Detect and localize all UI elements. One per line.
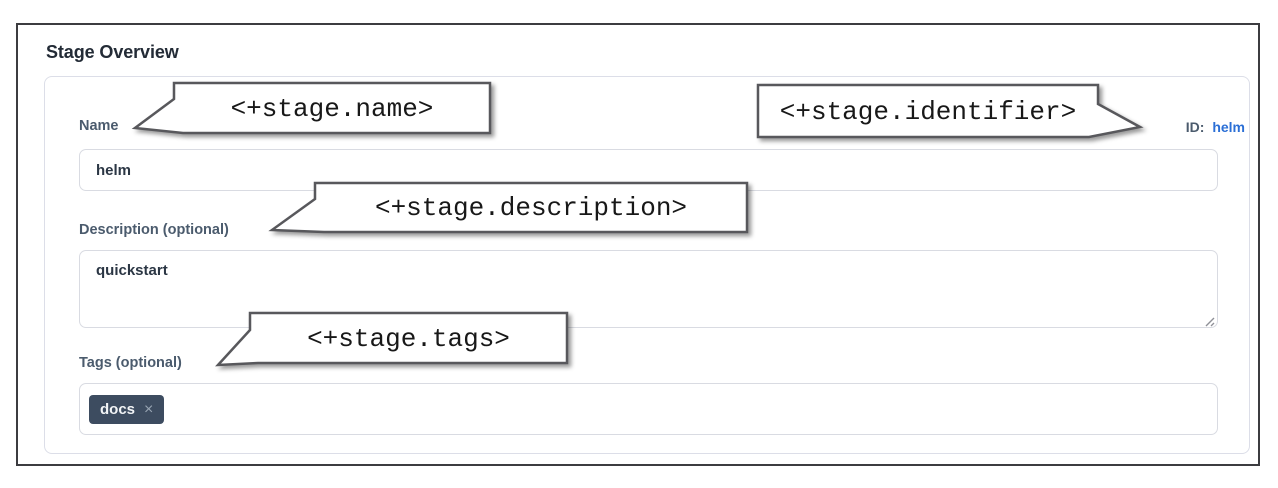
- textarea-resize-handle[interactable]: [1200, 312, 1216, 328]
- page-title: Stage Overview: [46, 42, 179, 62]
- description-textarea[interactable]: quickstart: [79, 250, 1218, 328]
- name-input[interactable]: [79, 149, 1218, 191]
- description-label: Description (optional): [79, 222, 229, 238]
- name-label: Name: [79, 118, 119, 134]
- id-label: ID:: [1185, 119, 1205, 135]
- id-value: helm: [1212, 119, 1245, 135]
- tag-chip: docs ×: [89, 395, 165, 424]
- stage-id-row: ID: helm: [1186, 119, 1245, 135]
- tags-input[interactable]: docs ×: [79, 383, 1218, 435]
- tag-remove-icon[interactable]: ×: [144, 400, 154, 418]
- tag-chip-label: docs: [100, 401, 136, 418]
- tags-label: Tags (optional): [79, 355, 182, 371]
